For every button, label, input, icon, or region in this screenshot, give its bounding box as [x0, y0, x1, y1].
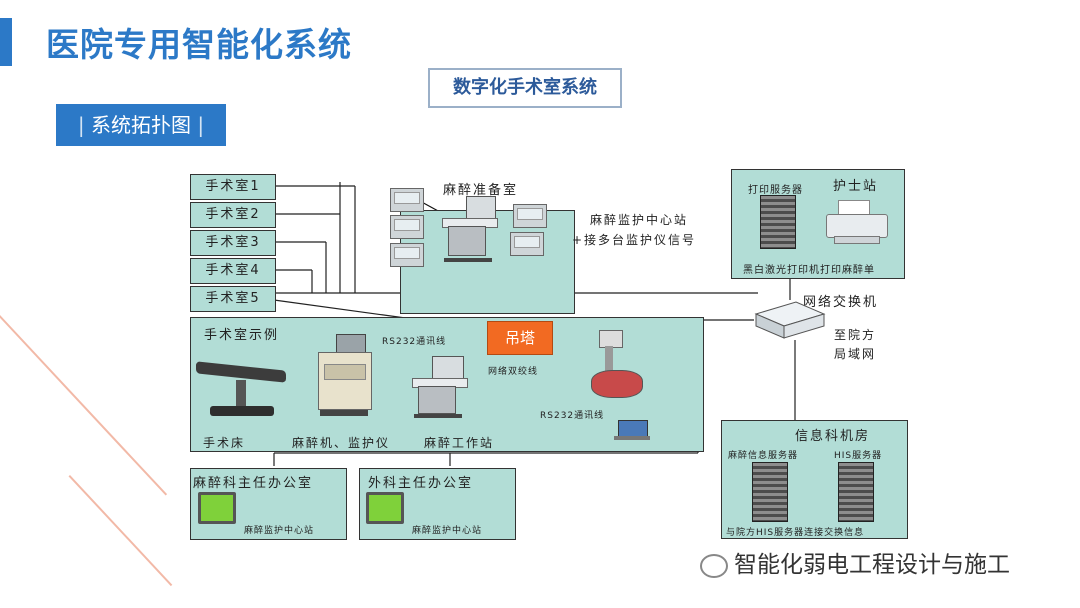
print-server-icon [760, 195, 796, 249]
printer-icon [826, 200, 888, 244]
computer-icon [366, 492, 404, 524]
workstation-cart-icon [440, 196, 498, 268]
footer-watermark: 智能化弱电工程设计与施工 [700, 545, 1010, 579]
switch-label: 网络交换机 [803, 295, 879, 310]
print-server-label: 打印服务器 [748, 185, 803, 196]
title-accent-bar [0, 18, 12, 66]
rs232-label-bottom: RS232通讯线 [540, 411, 605, 421]
office-title-surgery: 外科主任办公室 [368, 476, 474, 491]
nurse-station-caption: 黑白激光打印机打印麻醉单 [743, 265, 875, 276]
laptop-icon [614, 420, 650, 442]
patient-monitor-icon [390, 188, 424, 212]
twisted-pair-label: 网络双绞线 [488, 367, 539, 377]
room-item-5: 手术室5 [190, 286, 276, 312]
diagram-subtitle: 数字化手术室系统 [428, 68, 622, 108]
rs232-label-top: RS232通讯线 [382, 337, 447, 347]
bed-label: 手术床 [203, 436, 246, 450]
footer-watermark-text: 智能化弱电工程设计与施工 [734, 552, 1010, 578]
page-title: 医院专用智能化系统 [46, 25, 352, 64]
pendant-box: 吊塔 [487, 321, 553, 355]
it-room-title: 信息科机房 [795, 429, 871, 444]
office-caption-surgery: 麻醉监护中心站 [412, 526, 483, 536]
office-title-anesthesia: 麻醉科主任办公室 [193, 476, 314, 491]
prep-room-title: 麻醉准备室 [443, 183, 519, 198]
anesthesia-workstation-icon [410, 356, 468, 422]
lan-label-1: 至院方 [834, 328, 877, 342]
his-server-icon [838, 462, 874, 522]
section-label-text: 系统拓扑图 [91, 113, 191, 137]
server-left-label: 麻醉信息服务器 [728, 451, 799, 461]
room-label: 手术室5 [205, 291, 261, 306]
patient-monitor-icon [390, 215, 424, 239]
lan-label-2: 局域网 [834, 347, 877, 361]
room-item-1: 手术室1 [190, 174, 276, 200]
room-label: 手术室4 [205, 263, 261, 278]
patient-monitor-icon [513, 204, 547, 228]
workstation-label: 麻醉工作站 [424, 436, 495, 450]
server-right-label: HIS服务器 [834, 451, 883, 461]
patient-monitor-icon [390, 243, 424, 267]
prep-room-note-2: +接多台监护仪信号 [572, 233, 697, 247]
equipment-tower-icon [585, 330, 647, 404]
office-caption-anesthesia: 麻醉监护中心站 [244, 526, 315, 536]
prep-room-note-1: 麻醉监护中心站 [590, 213, 689, 227]
room-label: 手术室1 [205, 179, 261, 194]
computer-icon [198, 492, 236, 524]
operating-bed-icon [196, 358, 290, 420]
room-item-2: 手术室2 [190, 202, 276, 228]
room-label: 手术室2 [205, 207, 261, 222]
chat-icon [700, 553, 728, 578]
patient-monitor-icon [510, 232, 544, 256]
room-label: 手术室3 [205, 235, 261, 250]
network-switch-icon [754, 300, 826, 340]
anesthesia-server-icon [752, 462, 788, 522]
room-item-4: 手术室4 [190, 258, 276, 284]
anesthesia-machine-icon [314, 334, 372, 424]
room-item-3: 手术室3 [190, 230, 276, 256]
nurse-station-title: 护士站 [833, 179, 879, 194]
anesthesia-monitor-label: 麻醉机、监护仪 [292, 436, 391, 450]
section-label: | 系统拓扑图 | [56, 104, 226, 146]
or-example-title: 手术室示例 [204, 328, 280, 343]
it-room-caption: 与院方HIS服务器连接交换信息 [726, 528, 865, 538]
